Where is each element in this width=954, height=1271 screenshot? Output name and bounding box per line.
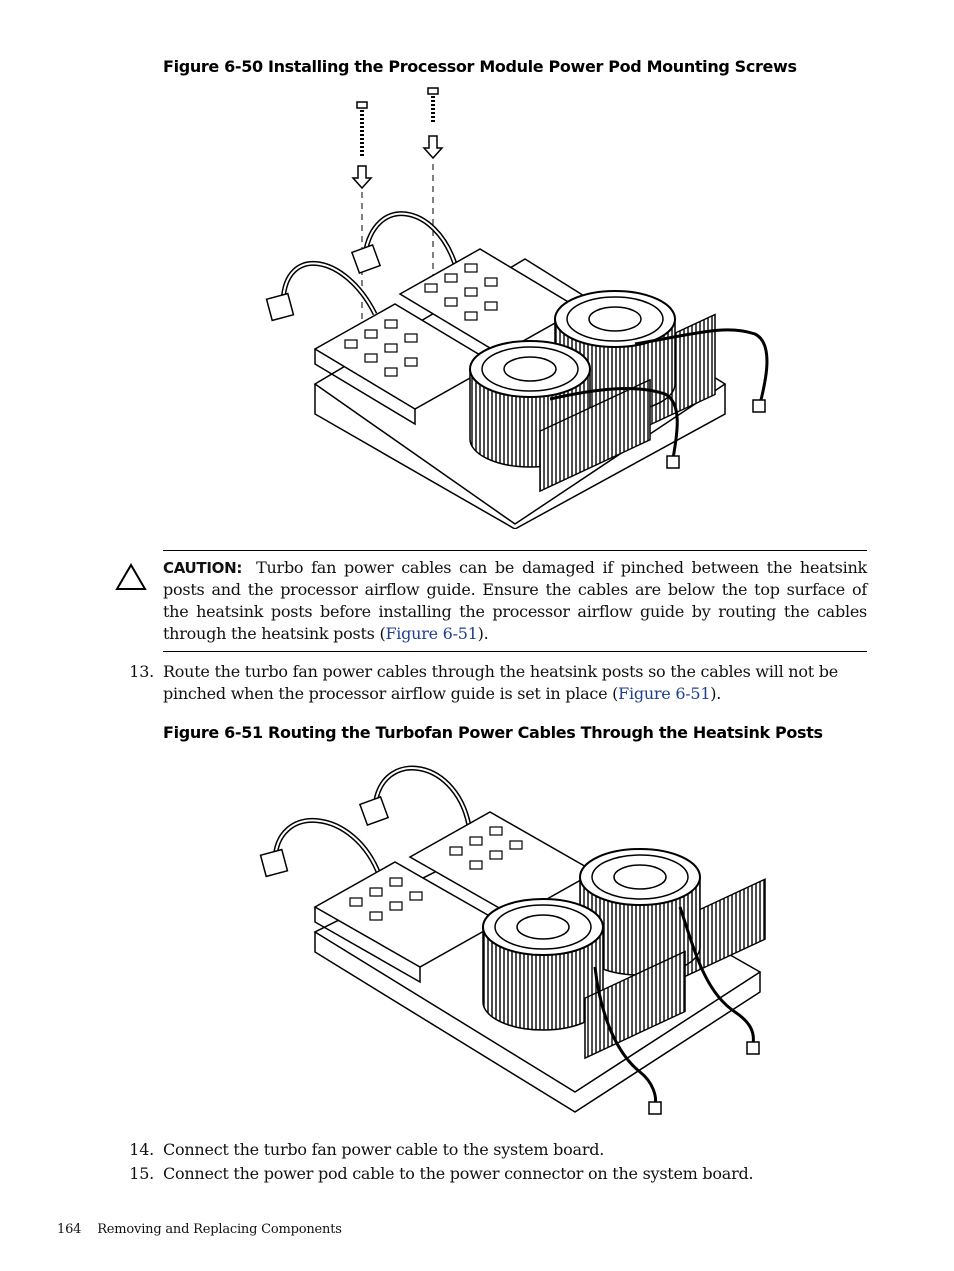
caution-label: CAUTION: <box>163 559 243 577</box>
figure-6-51-caption: Figure 6-51 Routing the Turbofan Power C… <box>163 723 823 742</box>
figure-6-50-caption: Figure 6-50 Installing the Processor Mod… <box>163 57 797 76</box>
footer-section-title: Removing and Replacing Components <box>97 1222 342 1237</box>
caution-text-body: Turbo fan power cables can be damaged if… <box>163 558 867 643</box>
caution-warning-icon <box>115 563 147 590</box>
step-14-text: Connect the turbo fan power cable to the… <box>163 1140 605 1159</box>
figure-6-50-illustration <box>265 87 769 529</box>
step-15-text: Connect the power pod cable to the power… <box>163 1164 754 1183</box>
page-number: 164 <box>57 1222 82 1237</box>
step-15-number: 15. <box>129 1164 154 1183</box>
caution-figure-link[interactable]: Figure 6-51 <box>385 624 478 643</box>
caution-text-end: ). <box>477 624 489 643</box>
step-13-number: 13. <box>129 662 154 681</box>
step-13: 13. Route the turbo fan power cables thr… <box>120 661 867 705</box>
figure-6-51-illustration <box>259 765 766 1115</box>
step-13-text: Route the turbo fan power cables through… <box>163 662 838 703</box>
step-14-number: 14. <box>129 1140 154 1159</box>
caution-text: CAUTION:Turbo fan power cables can be da… <box>163 557 867 645</box>
caution-box <box>163 550 867 652</box>
step-14: 14. Connect the turbo fan power cable to… <box>120 1139 867 1161</box>
step-13-figure-link[interactable]: Figure 6-51 <box>618 684 711 703</box>
step-15: 15. Connect the power pod cable to the p… <box>120 1163 867 1185</box>
page-footer: 164 Removing and Replacing Components <box>57 1222 342 1237</box>
